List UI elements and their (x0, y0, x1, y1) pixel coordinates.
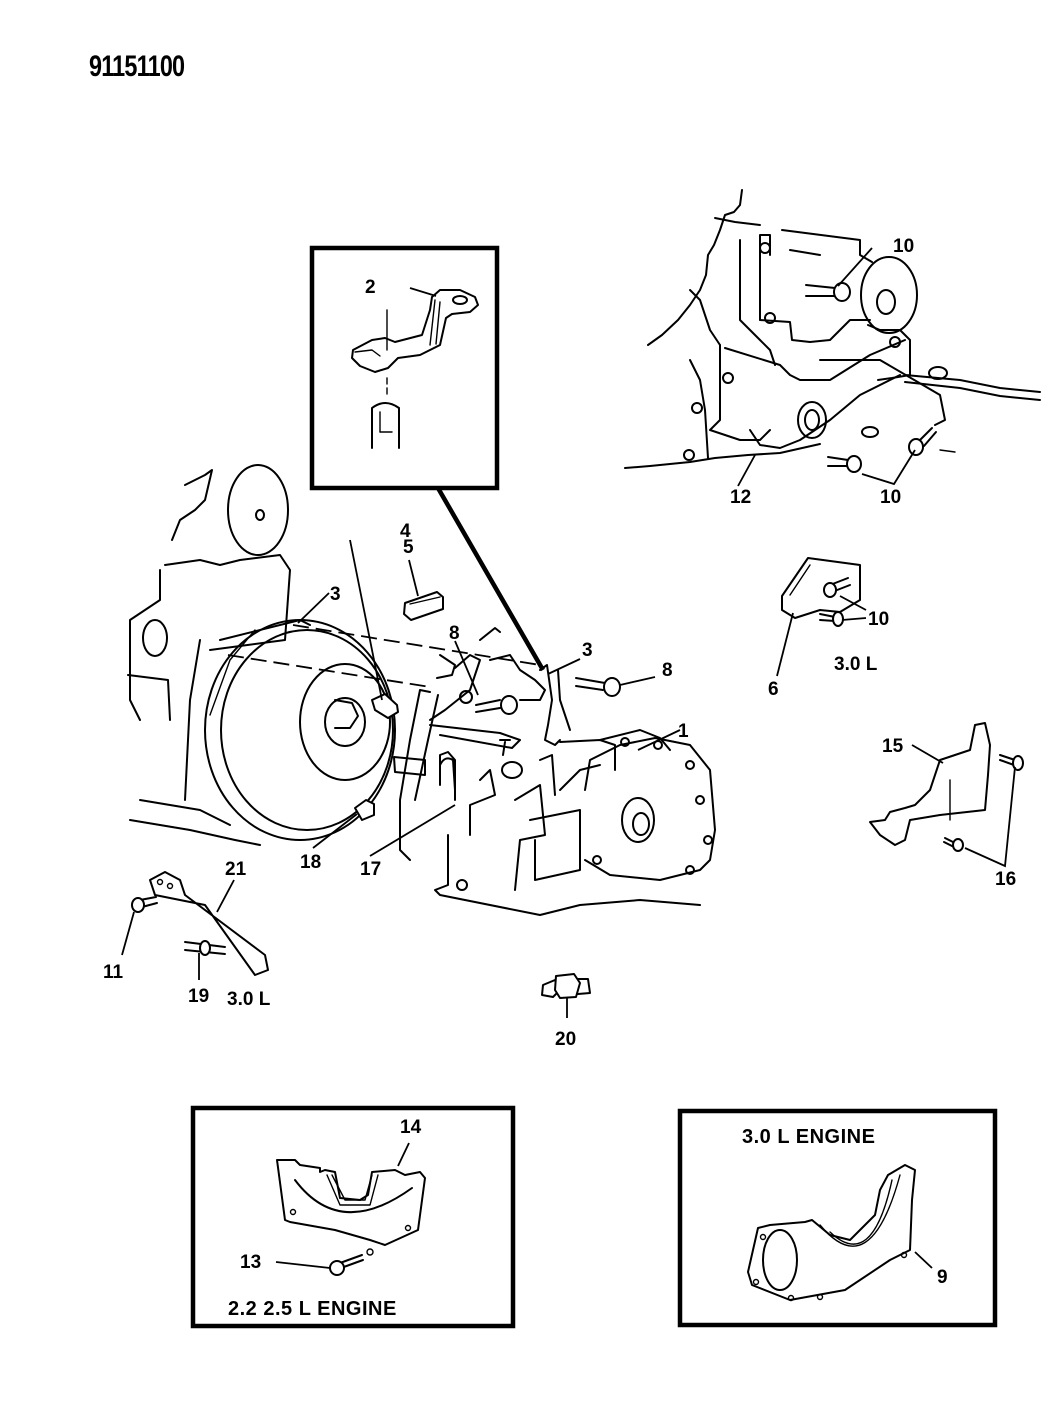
part-19-cover (276, 1159, 426, 1246)
inset-cover-30 (677, 1108, 998, 1328)
callout-1: 1 (678, 721, 689, 742)
note-bracket6-engine: 3.0 L (834, 654, 878, 675)
shift-linkage (399, 627, 616, 861)
callout-11: 12 (730, 487, 752, 508)
callout-3-main: 3 (582, 640, 593, 661)
callout-17: 9 (937, 1267, 948, 1288)
transaxle-case (434, 729, 716, 916)
bracket-detail-part (351, 289, 479, 449)
part-14-tube (439, 757, 456, 791)
callout-14: 17 (360, 859, 382, 880)
callout-3-inset: 2 (365, 277, 376, 298)
inset-caption-22-25: 2.2 2.5 L ENGINE (228, 1298, 397, 1320)
callout-9: 10 (893, 236, 915, 257)
callout-18: 19 (188, 986, 210, 1007)
callout-4: 4 (400, 521, 411, 542)
callout-10-bracket21: 11 (103, 962, 124, 983)
engine-block (127, 464, 311, 846)
callout-10-mount: 10 (880, 487, 902, 508)
part-17-cover (747, 1164, 916, 1302)
callout-13: 16 (995, 869, 1017, 890)
callout-5: 5 (403, 537, 414, 558)
alignment-line (292, 624, 541, 666)
callout-20: 13 (240, 1252, 262, 1273)
callout-15: 18 (300, 852, 322, 873)
callout-12: 15 (882, 736, 904, 757)
alignment-line (227, 654, 431, 688)
detail-inset-bracket (309, 245, 545, 672)
bolt-8 (575, 677, 621, 697)
diagram-number: 91151100 (89, 50, 185, 83)
callout-2: 3 (330, 584, 341, 605)
part-4-stud (371, 693, 399, 719)
callout-21: 21 (225, 859, 247, 880)
callout-19: 14 (400, 1117, 422, 1138)
inset-pointer-line (436, 486, 545, 672)
callout-6: 6 (768, 679, 779, 700)
part-6-bracket (781, 557, 861, 627)
callout-16: 20 (555, 1029, 577, 1050)
inset-caption-30: 3.0 L ENGINE (742, 1126, 876, 1148)
part-21-bracket (131, 871, 269, 976)
part-12-bracket (869, 722, 1024, 852)
callout-10-bracket6: 10 (868, 609, 890, 630)
part-20-bolt (329, 1248, 374, 1276)
callout-8-left: 8 (449, 623, 460, 644)
part-15-bushing (354, 799, 375, 821)
part-block (393, 756, 426, 776)
part-16-sensor (541, 973, 591, 999)
part-5-block (403, 591, 444, 621)
engine-mount-assembly (624, 189, 1041, 473)
note-bracket21-engine: 3.0 L (227, 989, 271, 1010)
callout-8-right: 8 (662, 660, 673, 681)
inset-cover-22-25 (190, 1105, 516, 1329)
